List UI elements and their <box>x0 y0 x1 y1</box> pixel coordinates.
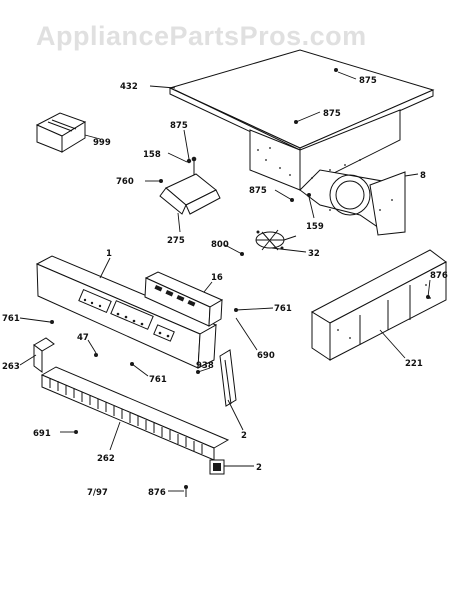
watermark-text: AppliancePartsPros.com <box>36 21 367 51</box>
callout-32: 32 <box>308 249 320 259</box>
rear-housing <box>249 109 406 236</box>
callout-221: 221 <box>405 359 423 369</box>
callout-800: 800 <box>211 240 229 250</box>
callout-8: 8 <box>420 171 426 181</box>
callout-47: 47 <box>77 333 89 343</box>
callout-938: 938 <box>196 361 214 371</box>
callout-999: 999 <box>93 138 111 148</box>
callout-16: 16 <box>211 273 223 283</box>
control-panel-1 <box>35 255 218 369</box>
callout-875-bracket: 875 <box>170 121 188 131</box>
callout-761-right: 761 <box>274 304 292 314</box>
callout-876-bottom: 876 <box>148 488 166 498</box>
callout-876-right: 876 <box>430 271 448 281</box>
bracket-938 <box>219 349 237 407</box>
callout-875-fan: 875 <box>249 186 267 196</box>
callout-875-mid: 875 <box>323 109 341 119</box>
display-board-16 <box>144 271 224 327</box>
callout-760: 760 <box>116 177 134 187</box>
date-code: 7/97 <box>87 488 108 498</box>
callout-2-low: 2 <box>256 463 262 473</box>
callout-690: 690 <box>257 351 275 361</box>
callout-275: 275 <box>167 236 185 246</box>
fan-motor-32 <box>255 229 297 251</box>
screws <box>50 68 430 497</box>
leader-lines <box>19 71 431 492</box>
side-panel-221 <box>310 249 447 361</box>
end-cap-263 <box>33 337 55 373</box>
callout-875-top: 875 <box>359 76 377 86</box>
callout-761-left: 761 <box>2 314 20 324</box>
callout-263: 263 <box>2 362 20 372</box>
bracket-275 <box>159 156 221 215</box>
callout-2-mid: 2 <box>241 431 247 441</box>
callout-262: 262 <box>97 454 115 464</box>
callout-1: 1 <box>106 249 112 259</box>
callout-158: 158 <box>143 150 161 160</box>
box-999 <box>35 112 87 153</box>
callout-159: 159 <box>306 222 324 232</box>
callout-691: 691 <box>33 429 51 439</box>
callout-432: 432 <box>120 82 138 92</box>
vent-trim-262 <box>40 366 230 461</box>
clip-2 <box>209 459 225 475</box>
callout-761-center: 761 <box>149 375 167 385</box>
